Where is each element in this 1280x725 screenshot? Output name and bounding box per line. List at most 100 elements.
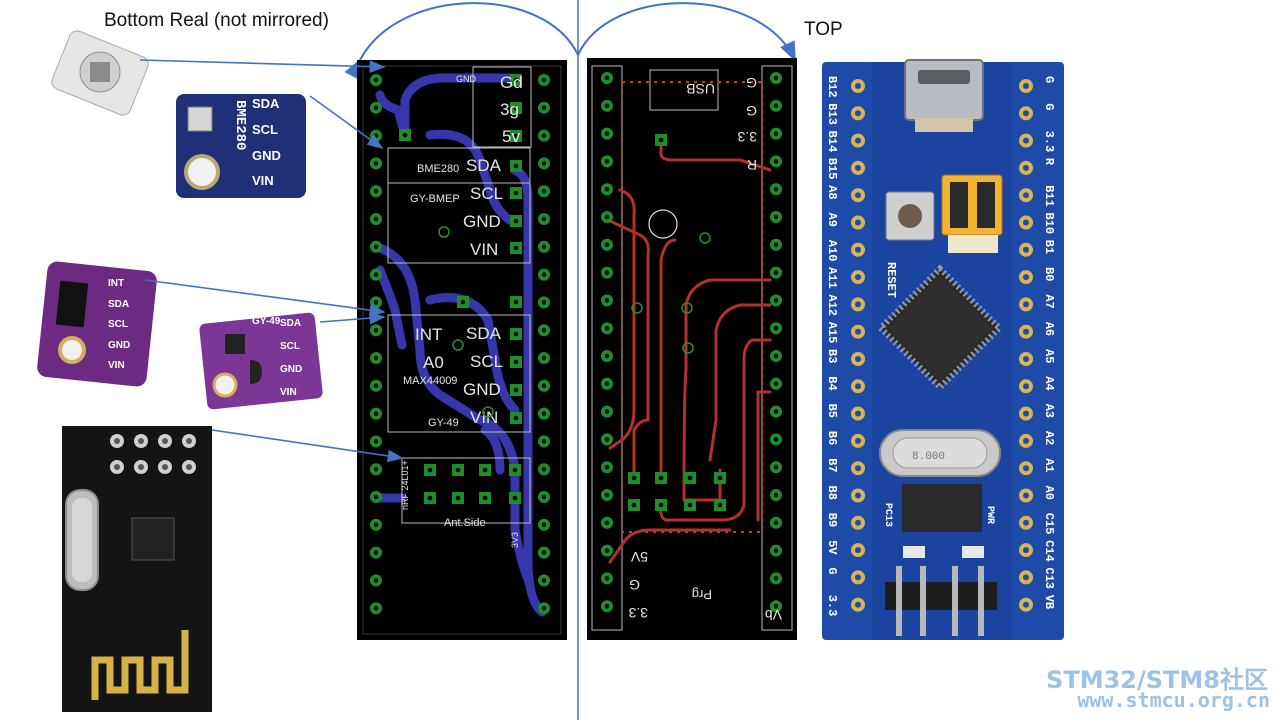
bottom-header-label-5v: 5v — [502, 127, 520, 146]
stm-pwr-label: PWR — [984, 506, 995, 524]
bottom-bme-pin-vin: VIN — [470, 240, 498, 259]
stm-right-pin-label: C14 — [1042, 540, 1056, 562]
led-pc13 — [903, 546, 925, 558]
max44009-pin-scl: SCL — [108, 319, 128, 330]
bottom-max-pin-gnd: GND — [463, 380, 501, 399]
stm-left-pin-label: A12 — [825, 294, 839, 316]
top-g-label-2: G — [746, 103, 757, 119]
gy49-pin-gnd: GND — [280, 364, 303, 375]
stm-left-pin-label: B14 — [825, 131, 839, 153]
max44009-pin-gnd: GND — [108, 340, 131, 351]
voltage-regulator — [902, 484, 982, 532]
stm-right-pin-label: A2 — [1042, 431, 1056, 445]
stm-left-pin-label: A11 — [825, 267, 839, 289]
stm-crystal-label: 8.000 — [912, 451, 945, 463]
bottom-real-title: Bottom Real (not mirrored) — [104, 10, 329, 31]
bottom-max-pin-vin: VIN — [470, 408, 498, 427]
stm-right-pin-label: A6 — [1042, 322, 1056, 336]
max44009-pin-int: INT — [108, 278, 125, 289]
bottom-max-pin-scl: SCL — [470, 352, 503, 371]
stm-left-pin-label: B5 — [825, 404, 839, 418]
top-r-label: R — [747, 157, 757, 173]
stm-right-pin-label: A7 — [1042, 294, 1056, 308]
stm-left-pin-label: B9 — [825, 513, 839, 527]
bottom-3v3-label: 3V3 — [510, 532, 520, 548]
stm-left-pin-label: B15 — [825, 158, 839, 180]
max44009-module — [37, 261, 157, 387]
stm-right-pin-label: R — [1042, 158, 1056, 166]
usb-connector — [904, 59, 984, 121]
stm-right-pin-label: A1 — [1042, 458, 1056, 472]
stm-left-pin-label: 5V — [825, 540, 839, 555]
stm-right-pin-label: B1 — [1042, 240, 1056, 254]
gy49-module — [199, 312, 323, 410]
bottom-bme-pin-gnd: GND — [463, 212, 501, 231]
bottom-max-sub: GY-49 — [428, 417, 459, 429]
stm-right-pin-label: G — [1042, 76, 1056, 83]
stm-left-pin-label: B12 — [825, 76, 839, 98]
stm-left-pin-label: B6 — [825, 431, 839, 445]
gy49-pin-labels: SDA SCL GND VIN — [280, 318, 316, 402]
led-pwr — [962, 546, 984, 558]
top-usb-label: USB — [686, 81, 715, 97]
top-vb-label: Vb — [765, 607, 782, 623]
bottom-header-label-gd: Gd — [500, 73, 523, 92]
top-title: TOP — [804, 19, 843, 40]
stm-left-pin-label: B13 — [825, 103, 839, 125]
rgb-led-module — [51, 30, 149, 116]
bme280-chip-label: BME280 — [232, 100, 248, 150]
stm-right-pin-label: A5 — [1042, 349, 1056, 363]
stm-pc13-label: PC13 — [882, 503, 893, 527]
watermark-line2: www.stmcu.org.cn — [1077, 688, 1270, 712]
watermark-line1: STM32/STM8社区 — [1046, 666, 1268, 694]
bottom-nrf-title: nRF 24L01+ — [400, 460, 410, 510]
stm-left-pin-label: A10 — [825, 240, 839, 262]
stm-reset-label: RESET — [884, 262, 898, 298]
stm-right-pin-label: A4 — [1042, 376, 1056, 390]
stm-left-pin-label: A9 — [825, 213, 839, 227]
stm-left-pin-label: A8 — [825, 185, 839, 199]
top-pcb: USB G G 3.3 R 5V G 3.3 Prg Vb — [587, 58, 797, 640]
stm-right-pin-label: B11 — [1042, 185, 1056, 207]
bottom-pcb: Gd 3g 5v GND BME280 GY-BMEP SDA SCL GND … — [357, 60, 567, 640]
stm-left-pin-label: G — [825, 567, 839, 574]
bme280-pin-scl: SCL — [252, 122, 278, 137]
stm-right-pin-label: B10 — [1042, 213, 1056, 235]
bottom-bme-pin-sda: SDA — [466, 156, 502, 175]
bme280-pin-sda: SDA — [252, 96, 280, 111]
gy49-pin-scl: SCL — [280, 341, 300, 352]
stm-right-pin-label: B0 — [1042, 267, 1056, 281]
top-prg-label: Prg — [692, 587, 712, 602]
nrf24l01-module — [62, 426, 212, 712]
bme280-pin-vin: VIN — [252, 173, 274, 188]
top-3v3-label: 3.3 — [737, 129, 757, 145]
top-g-label-1: G — [746, 75, 757, 91]
bottom-bme-sub: GY-BMEP — [410, 193, 460, 205]
gy49-pin-vin: VIN — [280, 387, 297, 398]
stm-left-pin-label: B8 — [825, 486, 839, 500]
bottom-header-label-3g: 3g — [500, 100, 519, 119]
bottom-bme-pin-scl: SCL — [470, 184, 503, 203]
stm-right-pin-label: C15 — [1042, 513, 1056, 535]
max44009-pin-sda: SDA — [108, 299, 130, 310]
bme280-module: BME280 — [176, 94, 306, 198]
stm-left-pin-label: B4 — [825, 376, 839, 390]
top-3v3-bottom-label: 3.3 — [628, 605, 648, 621]
gy49-pin-sda: SDA — [280, 318, 302, 329]
bottom-max-pin-int: INT — [415, 325, 442, 344]
max44009-pin-labels: INT SDA SCL GND VIN — [108, 278, 148, 388]
stm-right-pin-label: G — [1042, 103, 1056, 110]
stm-right-pin-label: A0 — [1042, 486, 1056, 500]
stm-left-pin-label: B7 — [825, 458, 839, 472]
bottom-max-title: MAX44009 — [403, 375, 457, 387]
bme280-sensor-chip — [187, 106, 213, 132]
bottom-gnd-small-label: GND — [456, 74, 477, 84]
connection-arrows — [139, 59, 404, 463]
stm-right-pin-label: VB — [1042, 595, 1056, 609]
stm-left-pin-label: 3.3 — [825, 595, 839, 617]
bottom-nrf-sub: Ant.Side — [444, 517, 486, 529]
stm-left-pin-label: A15 — [825, 322, 839, 344]
